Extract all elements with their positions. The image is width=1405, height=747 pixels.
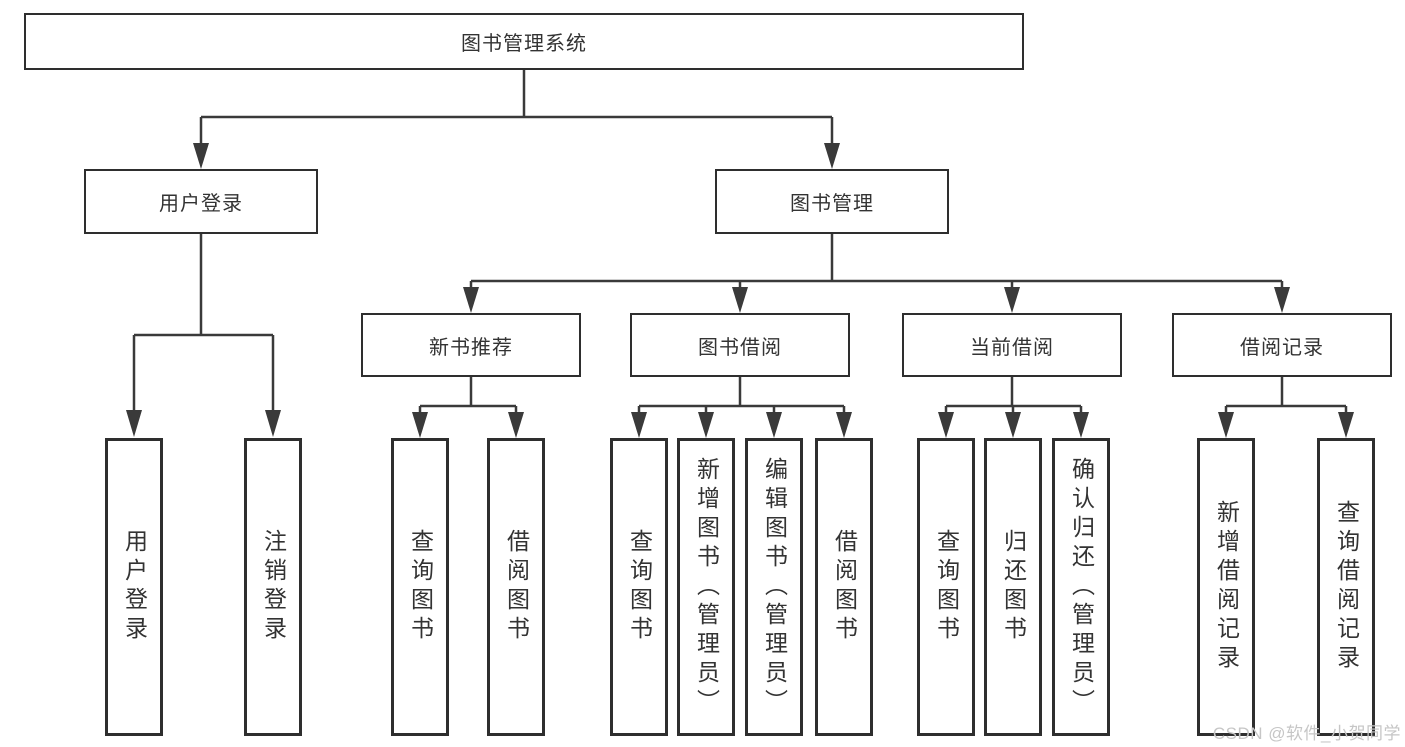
node-user-login: 用户登录 xyxy=(84,169,318,234)
leaf-query-books-3: 查询图书 xyxy=(917,438,975,736)
leaf-query-books-3-label: 查询图书 xyxy=(933,529,960,645)
leaf-add-books-admin: 新增图书（管理员） xyxy=(677,438,735,736)
leaf-borrow-books-2: 借阅图书 xyxy=(815,438,873,736)
leaf-query-books-1-label: 查询图书 xyxy=(407,529,434,645)
leaf-add-books-admin-label: 新增图书（管理员） xyxy=(693,456,720,718)
csdn-watermark: CSDN @软件_小贺同学 xyxy=(1212,724,1401,743)
leaf-user-login: 用户登录 xyxy=(105,438,163,736)
leaf-borrow-books-1-label: 借阅图书 xyxy=(503,529,530,645)
leaf-query-books-2: 查询图书 xyxy=(610,438,668,736)
leaf-query-borrow-record-label: 查询借阅记录 xyxy=(1333,500,1360,674)
leaf-query-books-1: 查询图书 xyxy=(391,438,449,736)
leaf-edit-books-admin-label: 编辑图书（管理员） xyxy=(761,456,788,718)
leaf-confirm-return-admin-label: 确认归还（管理员） xyxy=(1068,456,1095,718)
leaf-confirm-return-admin: 确认归还（管理员） xyxy=(1052,438,1110,736)
node-book-borrow: 图书借阅 xyxy=(630,313,850,377)
leaf-add-borrow-record: 新增借阅记录 xyxy=(1197,438,1255,736)
node-current-borrow: 当前借阅 xyxy=(902,313,1122,377)
node-new-book-recommend: 新书推荐 xyxy=(361,313,581,377)
leaf-logout: 注销登录 xyxy=(244,438,302,736)
leaf-borrow-books-1: 借阅图书 xyxy=(487,438,545,736)
leaf-add-borrow-record-label: 新增借阅记录 xyxy=(1213,500,1240,674)
leaf-borrow-books-2-label: 借阅图书 xyxy=(831,529,858,645)
leaf-query-borrow-record: 查询借阅记录 xyxy=(1317,438,1375,736)
leaf-query-books-2-label: 查询图书 xyxy=(626,529,653,645)
leaf-return-books-label: 归还图书 xyxy=(1000,529,1027,645)
node-borrow-records: 借阅记录 xyxy=(1172,313,1392,377)
leaf-user-login-label: 用户登录 xyxy=(121,529,148,645)
node-library-management-system: 图书管理系统 xyxy=(24,13,1024,70)
leaf-return-books: 归还图书 xyxy=(984,438,1042,736)
node-book-management: 图书管理 xyxy=(715,169,949,234)
arrowheads xyxy=(126,143,1354,438)
leaf-logout-label: 注销登录 xyxy=(260,529,287,645)
leaf-edit-books-admin: 编辑图书（管理员） xyxy=(745,438,803,736)
